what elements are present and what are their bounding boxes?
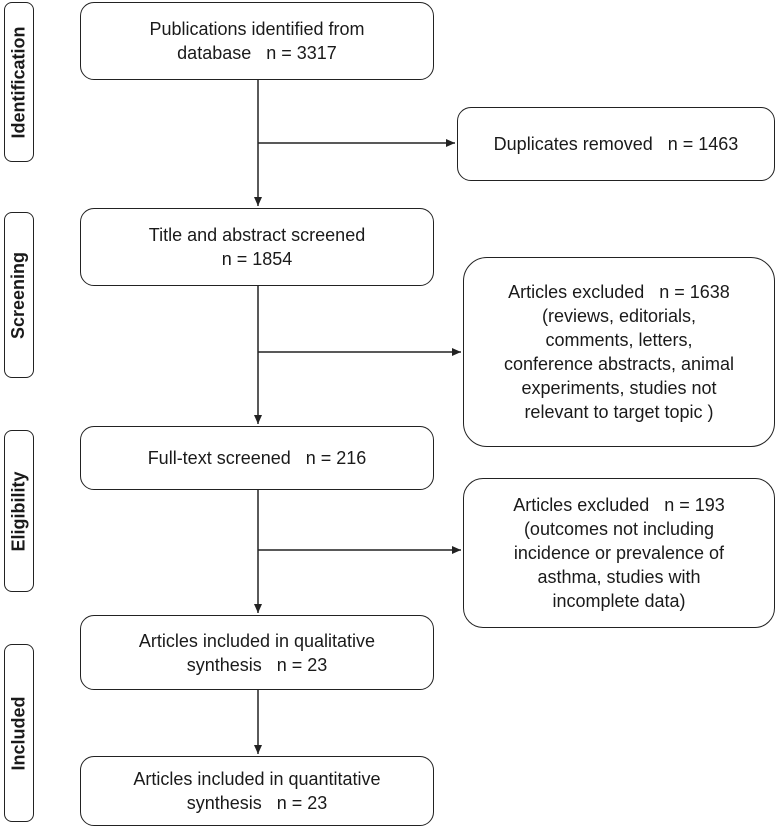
box-excluded-1-line: experiments, studies not [521,378,717,398]
box-excluded-1-line: Articles excluded n = 1638 [508,282,730,302]
box-full-text: Full-text screened n = 216 [80,426,434,490]
box-excluded-1-line: relevant to target topic ) [524,402,714,422]
box-excluded-1-line: (reviews, editorials, [541,306,697,326]
box-qualitative-line: Articles included in qualitative [138,630,376,651]
box-full-text-line: Full-text screened n = 216 [147,448,367,468]
phase-identification: Identification [4,2,34,162]
box-quantitative: Articles included in quantitative synthe… [80,756,434,826]
box-excluded-2-line: Articles excluded n = 193 [513,495,725,515]
box-identified: Publications identified from database n … [80,2,434,80]
phase-included: Included [4,644,34,822]
box-excluded-2-line: incidence or prevalence of [513,543,725,563]
box-quantitative-line: Articles included in quantitative [133,769,381,789]
phase-eligibility: Eligibility [4,430,34,592]
box-excluded-2-line: asthma, studies with [537,567,701,587]
box-qualitative: Articles included in qualitative synthes… [80,615,434,690]
box-title-abstract: Title and abstract screened n = 1854 [80,208,434,286]
box-duplicates-line: Duplicates removed n = 1463 [493,134,739,154]
box-qualitative-line: synthesis n = 23 [186,654,328,675]
box-title-abstract-line: n = 1854 [221,249,293,269]
box-excluded-2-line: (outcomes not including [523,519,715,539]
box-quantitative-line: synthesis n = 23 [186,793,328,813]
box-excluded-1-line: comments, letters, [545,330,693,350]
box-excluded-1: Articles excluded n = 1638 (reviews, edi… [463,257,775,447]
phase-screening: Screening [4,212,34,378]
box-duplicates: Duplicates removed n = 1463 [457,107,775,181]
box-excluded-2: Articles excluded n = 193 (outcomes not … [463,478,775,628]
box-excluded-2-line: incomplete data) [552,591,686,611]
box-title-abstract-line: Title and abstract screened [148,225,366,245]
box-excluded-1-line: conference abstracts, animal [503,354,735,374]
box-identified-line: database n = 3317 [177,43,337,63]
box-identified-line: Publications identified from [149,19,365,39]
